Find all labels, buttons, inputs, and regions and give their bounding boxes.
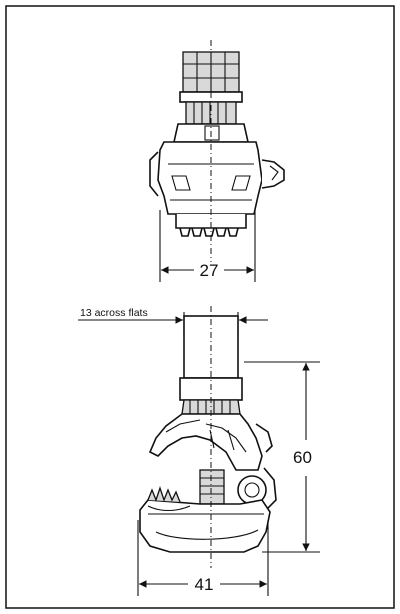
dim-label-top-width: 27 (200, 261, 219, 280)
dimension-60: 60 (244, 361, 320, 553)
top-view-connector (149, 40, 285, 262)
bottom-view-connector (139, 306, 277, 568)
outer-border (5, 5, 395, 609)
dimension-across-flats: 13 across flats (78, 307, 268, 336)
dimension-27: 27 (159, 210, 256, 282)
dim-label-height: 60 (293, 448, 312, 467)
dim-label-across-flats: 13 across flats (80, 307, 148, 319)
dim-label-bottom-width: 41 (195, 575, 214, 594)
dimension-41: 41 (137, 520, 269, 596)
